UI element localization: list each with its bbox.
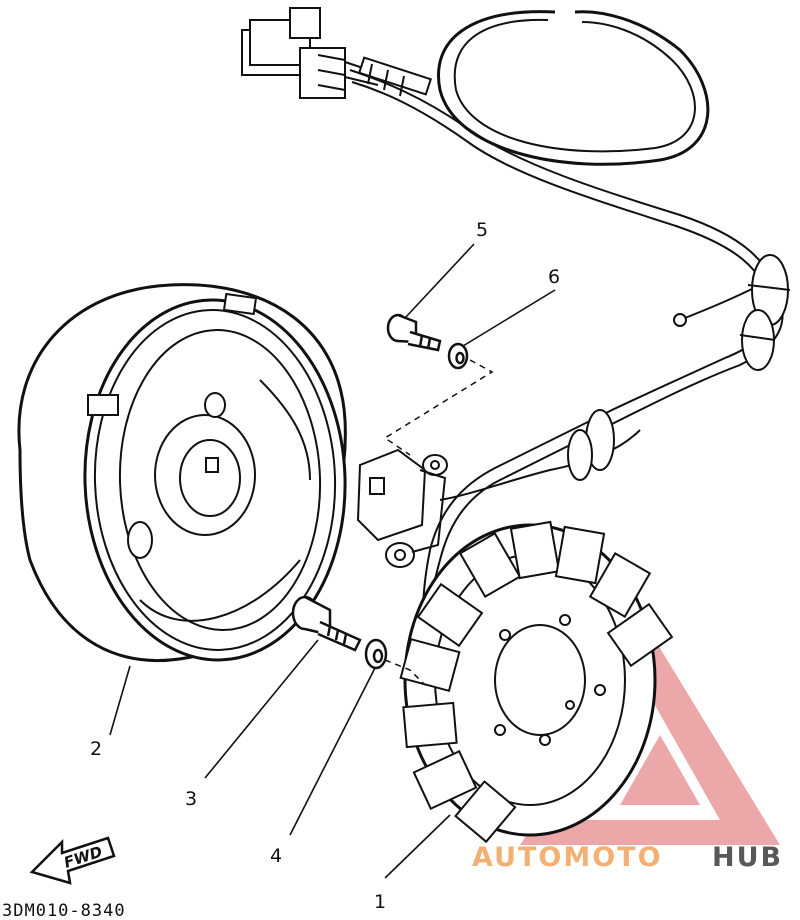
watermark-brand-text: AUTOMOTO HUB (472, 842, 783, 873)
stator-screw (291, 595, 362, 652)
rotor-flywheel (17, 283, 347, 663)
harness-grommets (567, 254, 791, 481)
callout-3: 3 (185, 788, 197, 810)
forward-direction-arrow: FWD (29, 836, 116, 885)
watermark-brand-part1: AUTOMOTO (472, 842, 663, 873)
fwd-label: FWD (62, 843, 105, 872)
watermark-brand-part2: HUB (712, 842, 783, 873)
pickup-washer (447, 342, 469, 370)
callout-6: 6 (548, 266, 560, 288)
callout-leaders (109, 243, 556, 879)
pickup-coil (356, 448, 448, 568)
harness-sleeve (357, 56, 433, 97)
callout-4: 4 (270, 845, 282, 867)
assembly-guide-lines (383, 359, 494, 686)
pickup-bolt (386, 313, 442, 352)
wire-connector-plug (241, 7, 379, 99)
stator-washer (364, 638, 388, 670)
part-code: 3DM010-8340 (2, 901, 126, 920)
stator-coil-assembly (399, 520, 674, 844)
callout-2: 2 (90, 738, 102, 760)
callout-5: 5 (476, 219, 488, 241)
callout-1: 1 (374, 891, 386, 913)
